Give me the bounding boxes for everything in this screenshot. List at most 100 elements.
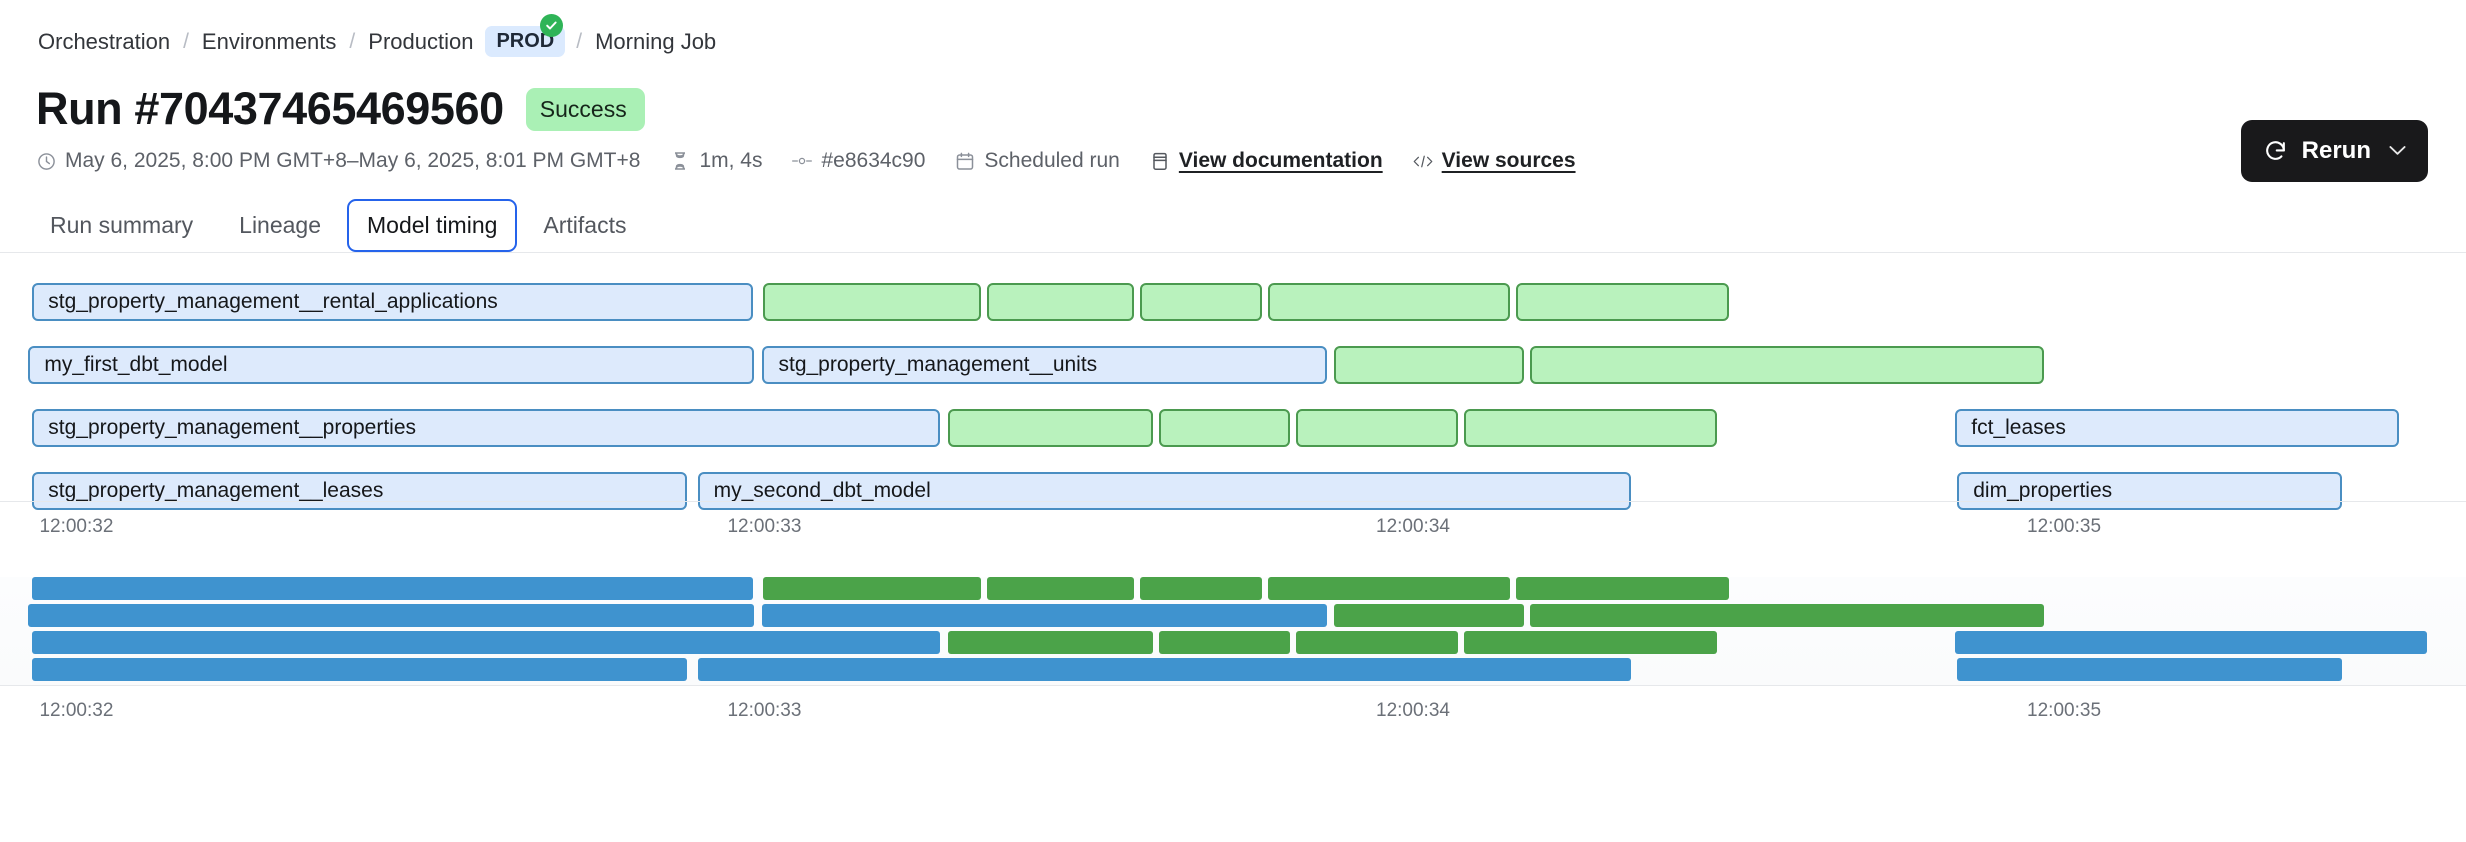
overview-bar-segment[interactable] <box>947 631 1154 654</box>
gantt-bar-segment[interactable] <box>1529 346 2044 384</box>
gantt-bar-label: my_second_dbt_model <box>713 479 931 502</box>
git-commit-icon <box>792 150 813 172</box>
breadcrumb-item-orchestration[interactable]: Orchestration <box>38 28 171 54</box>
gantt-bar-stg_property_management__rental_applications[interactable]: stg_property_management__rental_applicat… <box>32 283 754 321</box>
overview-bar-segment[interactable] <box>1296 631 1458 654</box>
gantt-bar-segment[interactable] <box>1268 283 1511 321</box>
overview-bar-segment[interactable] <box>697 658 1631 681</box>
gantt-row: stg_property_management__leases my_second… <box>0 472 2466 518</box>
breadcrumb-item-morning-job: Morning Job <box>595 28 717 54</box>
calendar-icon <box>955 150 975 172</box>
hourglass-icon <box>670 150 690 172</box>
overview-bar-segment[interactable] <box>1159 631 1291 654</box>
gantt-bar-label: stg_property_management__leases <box>48 479 384 502</box>
gantt-bar-label: fct_leases <box>1971 416 2066 439</box>
tab-lineage[interactable]: Lineage <box>219 199 341 252</box>
gantt-bar-fct_leases[interactable]: fct_leases <box>1955 409 2399 447</box>
check-circle-icon <box>539 14 563 37</box>
gantt-bar-segment[interactable] <box>762 283 982 321</box>
model-timing-chart: stg_property_management__rental_applicat… <box>0 283 2466 729</box>
clock-icon <box>36 150 56 172</box>
overview-row <box>0 658 2466 681</box>
gantt-row: my_first_dbt_model stg_property_managemen… <box>0 346 2466 392</box>
tab-run-summary[interactable]: Run summary <box>30 199 213 252</box>
breadcrumb-item-environments[interactable]: Environments <box>201 28 337 54</box>
overview-bar-segment[interactable] <box>28 604 755 627</box>
overview-bar-segment[interactable] <box>762 604 1328 627</box>
breadcrumb-separator: / <box>183 29 189 53</box>
axis-tick-label: 12:00:32 <box>39 516 114 537</box>
title-row: Run #70437465469560 Success <box>0 14 2466 135</box>
overview-row <box>0 604 2466 627</box>
gantt-bar-label: my_first_dbt_model <box>44 353 228 376</box>
overview-bar-segment[interactable] <box>1529 604 2044 627</box>
gantt-bar-label: stg_property_management__units <box>778 353 1098 376</box>
overview-bar-segment[interactable] <box>1140 577 1263 600</box>
meta-item-book[interactable]: View documentation <box>1150 149 1383 173</box>
overview-bar-segment[interactable] <box>1515 577 1729 600</box>
meta-text: #e8634c90 <box>821 149 926 172</box>
gantt-bar-stg_property_management__properties[interactable]: stg_property_management__properties <box>32 409 941 447</box>
breadcrumb-separator: / <box>576 29 583 53</box>
gantt-bar-segment[interactable] <box>1515 283 1729 321</box>
breadcrumb-separator: / <box>349 29 356 53</box>
overview-bar-segment[interactable] <box>32 631 941 654</box>
rerun-button[interactable]: Rerun <box>2240 120 2428 182</box>
meta-item-code[interactable]: View sources <box>1413 149 1576 173</box>
gantt-bar-label: stg_property_management__properties <box>48 416 417 439</box>
gantt-bar-my_second_dbt_model[interactable]: my_second_dbt_model <box>697 472 1631 510</box>
gantt-bar-segment[interactable] <box>1296 409 1458 447</box>
gantt-row: stg_property_management__properties fct_l… <box>0 409 2466 455</box>
meta-text: 1m, 4s <box>699 149 763 172</box>
meta-item-calendar: Scheduled run <box>955 149 1120 173</box>
gantt-bar-label: stg_property_management__rental_applicat… <box>48 290 498 313</box>
tab-label: Artifacts <box>543 212 627 238</box>
gantt-bar-stg_property_management__leases[interactable]: stg_property_management__leases <box>32 472 688 510</box>
overview-bar-segment[interactable] <box>1268 577 1511 600</box>
overview-bar-segment[interactable] <box>1333 604 1524 627</box>
gantt-bar-segment[interactable] <box>1333 346 1524 384</box>
axis-tick-label: 12:00:35 <box>2027 516 2102 537</box>
meta-link-label[interactable]: View sources <box>1441 149 1576 172</box>
axis-tick-label: 12:00:33 <box>727 516 802 537</box>
overview-row <box>0 631 2466 654</box>
meta-item-clock: May 6, 2025, 8:00 PM GMT+8–May 6, 2025, … <box>36 149 640 173</box>
tab-artifacts[interactable]: Artifacts <box>523 199 646 252</box>
gantt-detail-axis: 12:00:32 12:00:33 12:00:34 12:00:35 <box>0 501 2466 547</box>
meta-item-git-commit: #e8634c90 <box>792 149 925 173</box>
code-icon <box>1413 150 1433 172</box>
gantt-bar-segment[interactable] <box>1463 409 1717 447</box>
overview-axis-tick-label: 12:00:33 <box>727 700 802 721</box>
gantt-bar-segment[interactable] <box>1159 409 1291 447</box>
chevron-down-icon <box>2389 141 2406 161</box>
overview-bar-segment[interactable] <box>1955 631 2427 654</box>
run-meta-row: May 6, 2025, 8:00 PM GMT+8–May 6, 2025, … <box>0 135 2466 173</box>
breadcrumb-item-production[interactable]: Production <box>368 28 474 54</box>
meta-item-hourglass: 1m, 4s <box>670 149 762 173</box>
page-title: Run #70437465469560 <box>36 83 504 134</box>
book-icon <box>1150 150 1170 172</box>
tab-divider <box>0 252 2466 253</box>
tab-bar: Run summary Lineage Model timing Artifacts <box>0 173 2466 252</box>
gantt-bar-stg_property_management__units[interactable]: stg_property_management__units <box>762 346 1328 384</box>
overview-bar-segment[interactable] <box>32 658 688 681</box>
overview-bar-segment[interactable] <box>762 577 982 600</box>
overview-bar-segment[interactable] <box>32 577 754 600</box>
overview-bar-segment[interactable] <box>1463 631 1717 654</box>
overview-axis-tick-label: 12:00:35 <box>2027 700 2102 721</box>
gantt-overview[interactable] <box>0 577 2466 685</box>
meta-link-label[interactable]: View documentation <box>1178 149 1383 172</box>
overview-bar-segment[interactable] <box>987 577 1135 600</box>
tab-model-timing[interactable]: Model timing <box>347 199 518 252</box>
gantt-bar-segment[interactable] <box>1140 283 1263 321</box>
gantt-bar-segment[interactable] <box>947 409 1154 447</box>
gantt-bar-segment[interactable] <box>987 283 1135 321</box>
axis-tick-label: 12:00:34 <box>1376 516 1450 537</box>
tab-label: Lineage <box>239 212 322 238</box>
gantt-bar-dim_properties[interactable]: dim_properties <box>1957 472 2342 510</box>
overview-bar-segment[interactable] <box>1957 658 2342 681</box>
gantt-bar-my_first_dbt_model[interactable]: my_first_dbt_model <box>28 346 755 384</box>
overview-axis-tick-label: 12:00:34 <box>1376 700 1450 721</box>
